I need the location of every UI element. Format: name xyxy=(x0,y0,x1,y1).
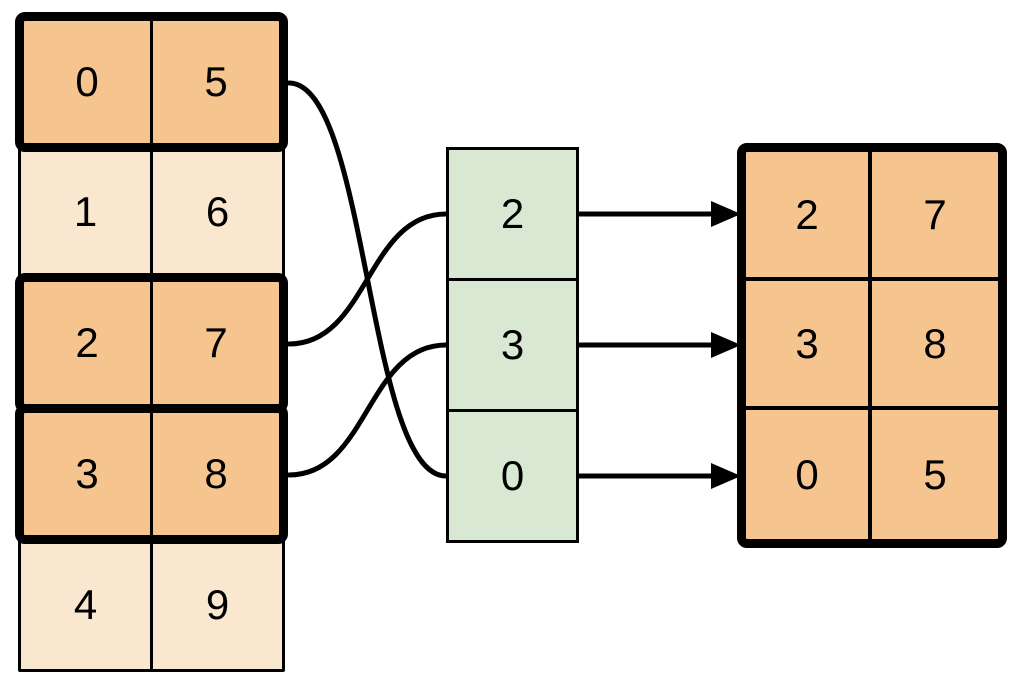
index-cell-0: 2 xyxy=(446,147,579,281)
source-cell-2-1: 7 xyxy=(204,319,228,366)
index-cell-1: 3 xyxy=(446,278,579,412)
source-cell-3-1: 8 xyxy=(204,450,228,497)
result-cell-2-0: 0 xyxy=(746,410,872,539)
index-cell-2: 0 xyxy=(446,409,579,543)
result-cell-0-0: 2 xyxy=(746,152,872,281)
source-row-4: 4 9 xyxy=(18,538,285,672)
source-row-1: 1 6 xyxy=(18,145,285,279)
source-cell-1-1: 6 xyxy=(205,188,230,235)
result-cell-1-0: 3 xyxy=(746,281,872,410)
curve-source-row0-to-index-0 xyxy=(286,80,449,479)
source-row-0: 0 5 xyxy=(15,12,288,152)
source-row-3: 3 8 xyxy=(15,404,288,544)
source-cell-2-0: 2 xyxy=(24,282,153,404)
source-cell-3-0: 3 xyxy=(24,413,153,535)
curve-source-row3-to-index-3 xyxy=(286,342,449,478)
result-table: 2 7 3 8 0 5 xyxy=(737,143,1007,548)
source-cell-4-1: 9 xyxy=(205,581,230,628)
source-cell-1-0: 1 xyxy=(21,148,153,276)
source-cell-0-1: 5 xyxy=(204,58,228,105)
source-row-2: 2 7 xyxy=(15,273,288,413)
result-cell-2-1: 5 xyxy=(923,450,947,498)
source-cell-4-0: 4 xyxy=(21,541,153,669)
index-column: 2 3 0 xyxy=(446,147,579,543)
curve-source-row2-to-index-2 xyxy=(286,211,449,347)
result-cell-1-1: 8 xyxy=(872,281,998,410)
source-cell-0-0: 0 xyxy=(24,21,153,143)
result-cell-0-1: 7 xyxy=(872,152,998,281)
